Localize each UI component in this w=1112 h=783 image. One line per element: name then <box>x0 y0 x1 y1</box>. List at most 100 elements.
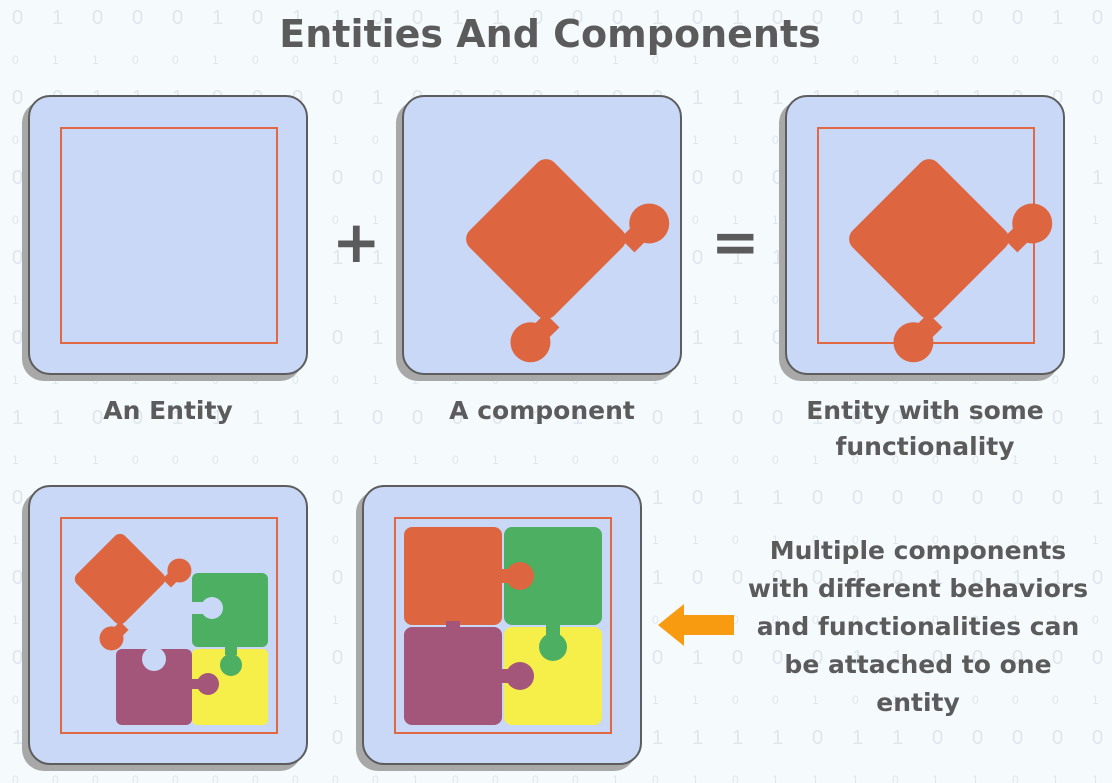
binary-digit: 1 <box>932 7 943 29</box>
binary-digit: 1 <box>412 773 419 783</box>
binary-digit: 1 <box>772 213 779 227</box>
description-line: entity <box>876 688 960 717</box>
binary-digit: 0 <box>212 773 219 783</box>
binary-digit: 1 <box>572 407 583 429</box>
binary-digit: 1 <box>332 7 343 29</box>
binary-digit: 1 <box>532 407 543 429</box>
binary-digit: 1 <box>892 7 903 29</box>
entity-functionality-label: Entity with some functionality <box>775 393 1075 465</box>
binary-digit: 1 <box>612 53 619 67</box>
binary-digit: 0 <box>1092 373 1099 387</box>
binary-digit: 1 <box>772 533 779 547</box>
binary-digit: 0 <box>692 167 703 189</box>
entity-box <box>60 127 278 344</box>
binary-digit: 0 <box>772 567 783 589</box>
binary-digit: 0 <box>1012 407 1023 429</box>
binary-digit: 0 <box>12 693 19 707</box>
binary-digit: 1 <box>52 453 59 467</box>
binary-digit: 1 <box>732 293 739 307</box>
binary-digit: 1 <box>372 247 383 269</box>
binary-digit: 0 <box>292 453 299 467</box>
binary-digit: 1 <box>372 213 379 227</box>
binary-digit: 0 <box>772 293 779 307</box>
binary-digit: 1 <box>652 533 659 547</box>
binary-digit: 0 <box>1052 533 1059 547</box>
binary-digit: 1 <box>332 133 339 147</box>
binary-digit: 0 <box>332 773 339 783</box>
binary-digit: 0 <box>412 53 419 67</box>
binary-digit: 1 <box>12 533 19 547</box>
binary-digit: 1 <box>612 407 623 429</box>
binary-digit: 0 <box>812 533 819 547</box>
binary-digit: 0 <box>812 373 819 387</box>
binary-digit: 1 <box>732 7 743 29</box>
binary-digit: 1 <box>932 373 939 387</box>
binary-digit: 1 <box>852 567 863 589</box>
binary-digit: 1 <box>212 7 223 29</box>
binary-digit: 1 <box>372 87 383 109</box>
binary-digit: 0 <box>972 7 983 29</box>
binary-digit: 0 <box>652 453 659 467</box>
binary-digit: 0 <box>732 53 739 67</box>
binary-digit: 1 <box>1012 373 1019 387</box>
description-line: with different behaviors <box>747 574 1089 603</box>
binary-digit: 0 <box>972 693 979 707</box>
binary-digit: 0 <box>292 373 299 387</box>
assembled-components-card <box>362 485 642 765</box>
binary-digit: 1 <box>1052 567 1063 589</box>
binary-digit: 0 <box>892 453 899 467</box>
binary-digit: 1 <box>692 533 699 547</box>
binary-digit: 0 <box>132 7 143 29</box>
binary-digit: 1 <box>532 453 539 467</box>
binary-digit: 0 <box>1012 693 1019 707</box>
binary-digit: 0 <box>932 613 939 627</box>
binary-digit: 0 <box>12 773 19 783</box>
binary-digit: 0 <box>132 407 143 429</box>
binary-digit: 0 <box>812 487 823 509</box>
binary-digit: 1 <box>892 647 903 669</box>
binary-digit: 1 <box>892 693 899 707</box>
entity-with-piece-icon <box>817 127 1053 363</box>
binary-digit: 1 <box>652 567 663 589</box>
binary-digit: 1 <box>1092 773 1099 783</box>
binary-digit: 0 <box>972 407 983 429</box>
binary-digit: 0 <box>1012 7 1023 29</box>
binary-digit: 1 <box>332 407 343 429</box>
binary-digit: 0 <box>572 373 579 387</box>
binary-digit: 1 <box>852 373 859 387</box>
description-line: and functionalities can <box>756 612 1080 641</box>
binary-digit: 0 <box>372 7 383 29</box>
binary-digit: 1 <box>692 727 703 749</box>
binary-digit: 0 <box>52 773 59 783</box>
binary-digit: 1 <box>892 53 899 67</box>
binary-digit: 0 <box>732 647 743 669</box>
binary-digit: 0 <box>892 773 899 783</box>
binary-digit: 0 <box>852 53 859 67</box>
binary-digit: 1 <box>692 133 699 147</box>
binary-digit: 1 <box>692 53 699 67</box>
binary-digit: 0 <box>772 7 783 29</box>
binary-digit: 1 <box>892 727 903 749</box>
binary-digit: 1 <box>772 373 779 387</box>
binary-digit: 1 <box>772 487 783 509</box>
binary-digit: 0 <box>932 533 939 547</box>
binary-digit: 0 <box>412 7 423 29</box>
binary-digit: 1 <box>812 53 819 67</box>
binary-digit: 0 <box>12 167 23 189</box>
binary-digit: 1 <box>972 533 979 547</box>
binary-digit: 0 <box>732 613 739 627</box>
binary-digit: 0 <box>692 247 703 269</box>
binary-digit: 0 <box>492 53 499 67</box>
binary-digit: 0 <box>532 773 539 783</box>
binary-digit: 0 <box>892 487 903 509</box>
binary-digit: 0 <box>492 773 499 783</box>
description-line: be attached to one <box>784 650 1052 679</box>
binary-digit: 0 <box>1092 293 1099 307</box>
binary-digit: 0 <box>292 53 299 67</box>
binary-digit: 1 <box>932 773 939 783</box>
binary-digit: 1 <box>892 613 899 627</box>
binary-digit: 0 <box>812 567 823 589</box>
binary-digit: 1 <box>92 453 99 467</box>
binary-digit: 0 <box>732 773 739 783</box>
binary-digit: 1 <box>1012 567 1023 589</box>
